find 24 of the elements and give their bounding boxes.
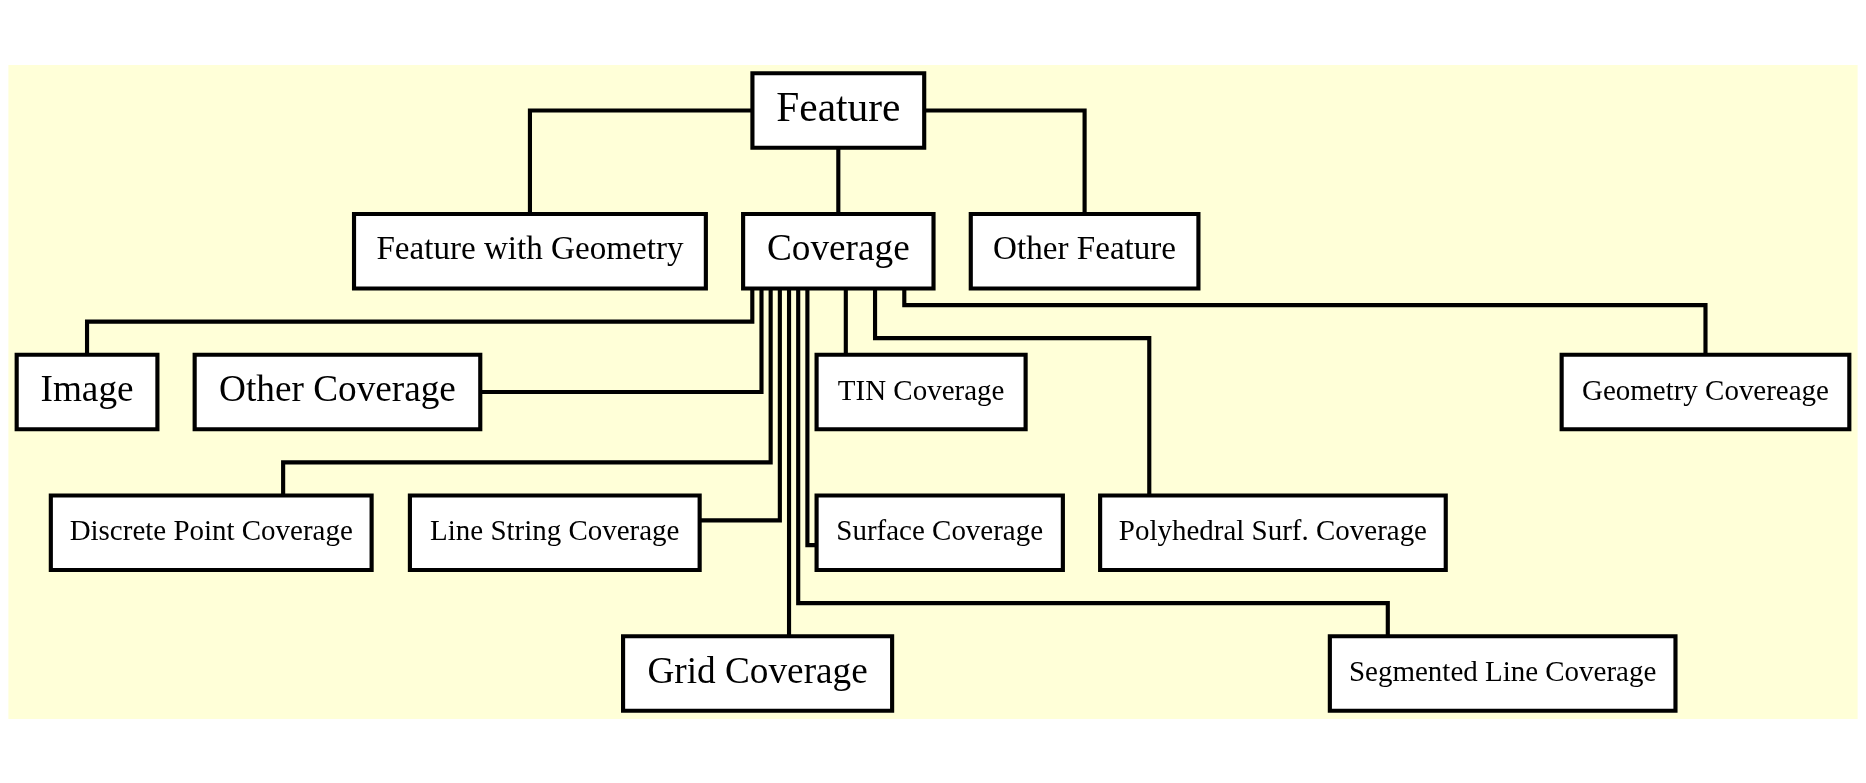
node-box: Other Coverage [192,352,483,431]
node-box: Other Feature [968,211,1201,291]
connector [836,147,841,213]
node-box: Geometry Covereage [1559,352,1852,431]
connector [924,107,1087,214]
connector [805,288,817,547]
node-box: Polyhedral Surf. Coverage [1098,492,1448,572]
connector [786,288,792,636]
connector [843,288,848,354]
node-box: Segmented Line Coverage [1327,633,1678,713]
connector [872,288,1152,495]
node-box: Feature with Geometry [351,211,708,291]
node-box: Line String Coverage [407,492,702,572]
node-box: Discrete Point Coverage [48,492,374,572]
connector [480,288,764,394]
node-box: Surface Coverage [814,492,1065,572]
node-box: Feature [750,70,927,150]
connector [699,288,782,522]
connector [902,288,1708,355]
connector [527,107,753,214]
node-box: TIN Coverage [814,352,1028,431]
node-box: Grid Coverage [621,633,895,713]
node-box: Image [14,352,160,431]
node-box: Coverage [741,211,936,291]
